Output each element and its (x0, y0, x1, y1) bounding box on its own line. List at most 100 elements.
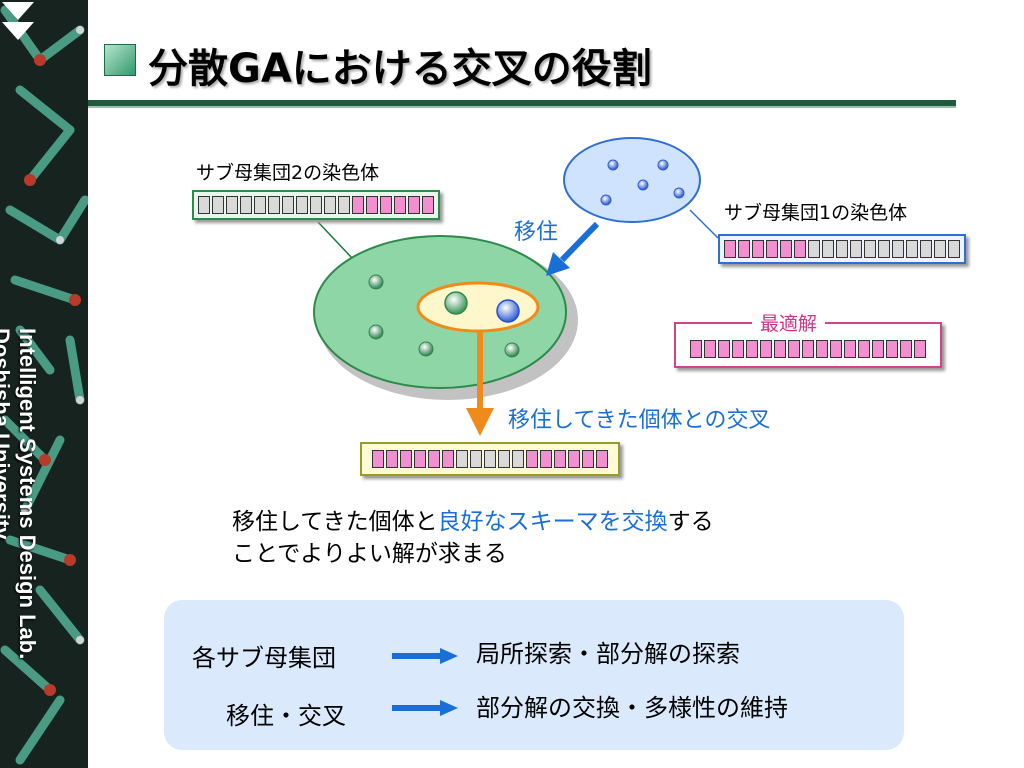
gene-cell (428, 450, 440, 468)
explanation-line1: 移住してきた個体と良好なスキーマを交換する (232, 506, 714, 538)
gene-cell (864, 240, 876, 258)
gene-cell (408, 196, 420, 214)
best-solution-label: 最適解 (752, 309, 826, 336)
gene-cell (886, 340, 898, 358)
gene-cell (366, 196, 378, 214)
gene-cell (338, 196, 350, 214)
gene-cell (780, 240, 792, 258)
sub1-chromosome-label: サブ母集団1の染色体 (724, 202, 908, 224)
native-individual-dot (444, 291, 468, 315)
summary-row1-right: 局所探索・部分解の探索 (476, 640, 740, 668)
crossover-diagram (313, 137, 719, 436)
gene-cell (414, 450, 426, 468)
explanation-line1-post: する (667, 509, 714, 535)
migration-arrow-head (546, 252, 570, 276)
gene-cell (380, 196, 392, 214)
sub-population-1-ellipse (563, 137, 701, 223)
gene-cell (568, 450, 580, 468)
gene-cell (212, 196, 224, 214)
gene-cell (808, 240, 820, 258)
next-slide-icon[interactable] (0, 0, 36, 44)
gene-cell (456, 450, 468, 468)
gene-cell (900, 340, 912, 358)
individual-dot (637, 179, 649, 191)
sidebar-decoration: Intelligent Systems Design Lab. Doshisha… (0, 0, 88, 768)
page-title: 分散GAにおける交叉の役割 (148, 46, 652, 92)
gene-cell (268, 196, 280, 214)
gene-cell (788, 340, 800, 358)
gene-cell (892, 240, 904, 258)
gene-cell (830, 340, 842, 358)
gene-cell (934, 240, 946, 258)
individual-dot (368, 324, 384, 340)
gene-cell (774, 340, 786, 358)
sub2-chromosome (192, 190, 440, 220)
gene-cell (920, 240, 932, 258)
crossover-pair-ellipse (416, 281, 540, 333)
gene-cell (582, 450, 594, 468)
gene-cell (724, 240, 736, 258)
migration-label: 移住 (514, 220, 559, 245)
gene-cell (400, 450, 412, 468)
sub1-chromosome (718, 234, 966, 264)
individual-dot (368, 274, 384, 290)
sub2-chromosome-label: サブ母集団2の染色体 (196, 162, 380, 184)
gene-cell (704, 340, 716, 358)
individual-dot (600, 194, 612, 206)
summary-row1-left: 各サブ母集団 (192, 644, 336, 672)
individual-dot (418, 341, 434, 357)
gene-cell (872, 340, 884, 358)
gene-cell (718, 340, 730, 358)
arrow-right-icon (392, 700, 458, 716)
gene-cell (484, 450, 496, 468)
crossover-arrow-head (466, 408, 494, 436)
gene-cell (948, 240, 960, 258)
gene-cell (254, 196, 266, 214)
gene-cell (822, 240, 834, 258)
arrow-right-icon (392, 648, 458, 664)
gene-cell (760, 340, 772, 358)
gene-cell (906, 240, 918, 258)
gene-cell (422, 196, 434, 214)
gene-cell (836, 240, 848, 258)
gene-cell (198, 196, 210, 214)
gene-cell (794, 240, 806, 258)
explanation-text: 移住してきた個体と良好なスキーマを交換する ことでよりよい解が求まる (232, 506, 714, 570)
gene-cell (324, 196, 336, 214)
migrant-individual-dot (496, 299, 520, 323)
sub1-connector-line (689, 209, 719, 239)
gene-cell (766, 240, 778, 258)
gene-cell (282, 196, 294, 214)
gene-cell (596, 450, 608, 468)
gene-cell (914, 340, 926, 358)
gene-cell (850, 240, 862, 258)
molecule-background-image (0, 0, 88, 768)
summary-row2-right: 部分解の交換・多様性の維持 (476, 694, 788, 722)
gene-cell (690, 340, 702, 358)
sub2-connector-line (317, 221, 353, 259)
gene-cell (372, 450, 384, 468)
gene-cell (878, 240, 890, 258)
summary-panel: 各サブ母集団 局所探索・部分解の探索 移住・交叉 部分解の交換・多様性の維持 (164, 600, 904, 750)
gene-cell (226, 196, 238, 214)
explanation-line1-pre: 移住してきた個体と (232, 509, 438, 535)
explanation-line2: ことでよりよい解が求まる (232, 541, 507, 567)
summary-row2-left: 移住・交叉 (226, 702, 346, 730)
gene-cell (738, 240, 750, 258)
gene-cell (442, 450, 454, 468)
gene-cell (802, 340, 814, 358)
individual-dot (657, 159, 669, 171)
title-bullet-icon (104, 44, 136, 76)
individual-dot (607, 159, 619, 171)
title-underline (88, 100, 956, 108)
gene-cell (554, 450, 566, 468)
offspring-chromosome (360, 442, 620, 476)
gene-cell (752, 240, 764, 258)
gene-cell (732, 340, 744, 358)
explanation-highlight: 良好なスキーマを交換 (437, 509, 668, 535)
gene-cell (746, 340, 758, 358)
gene-cell (240, 196, 252, 214)
gene-cell (498, 450, 510, 468)
gene-cell (470, 450, 482, 468)
gene-cell (816, 340, 828, 358)
